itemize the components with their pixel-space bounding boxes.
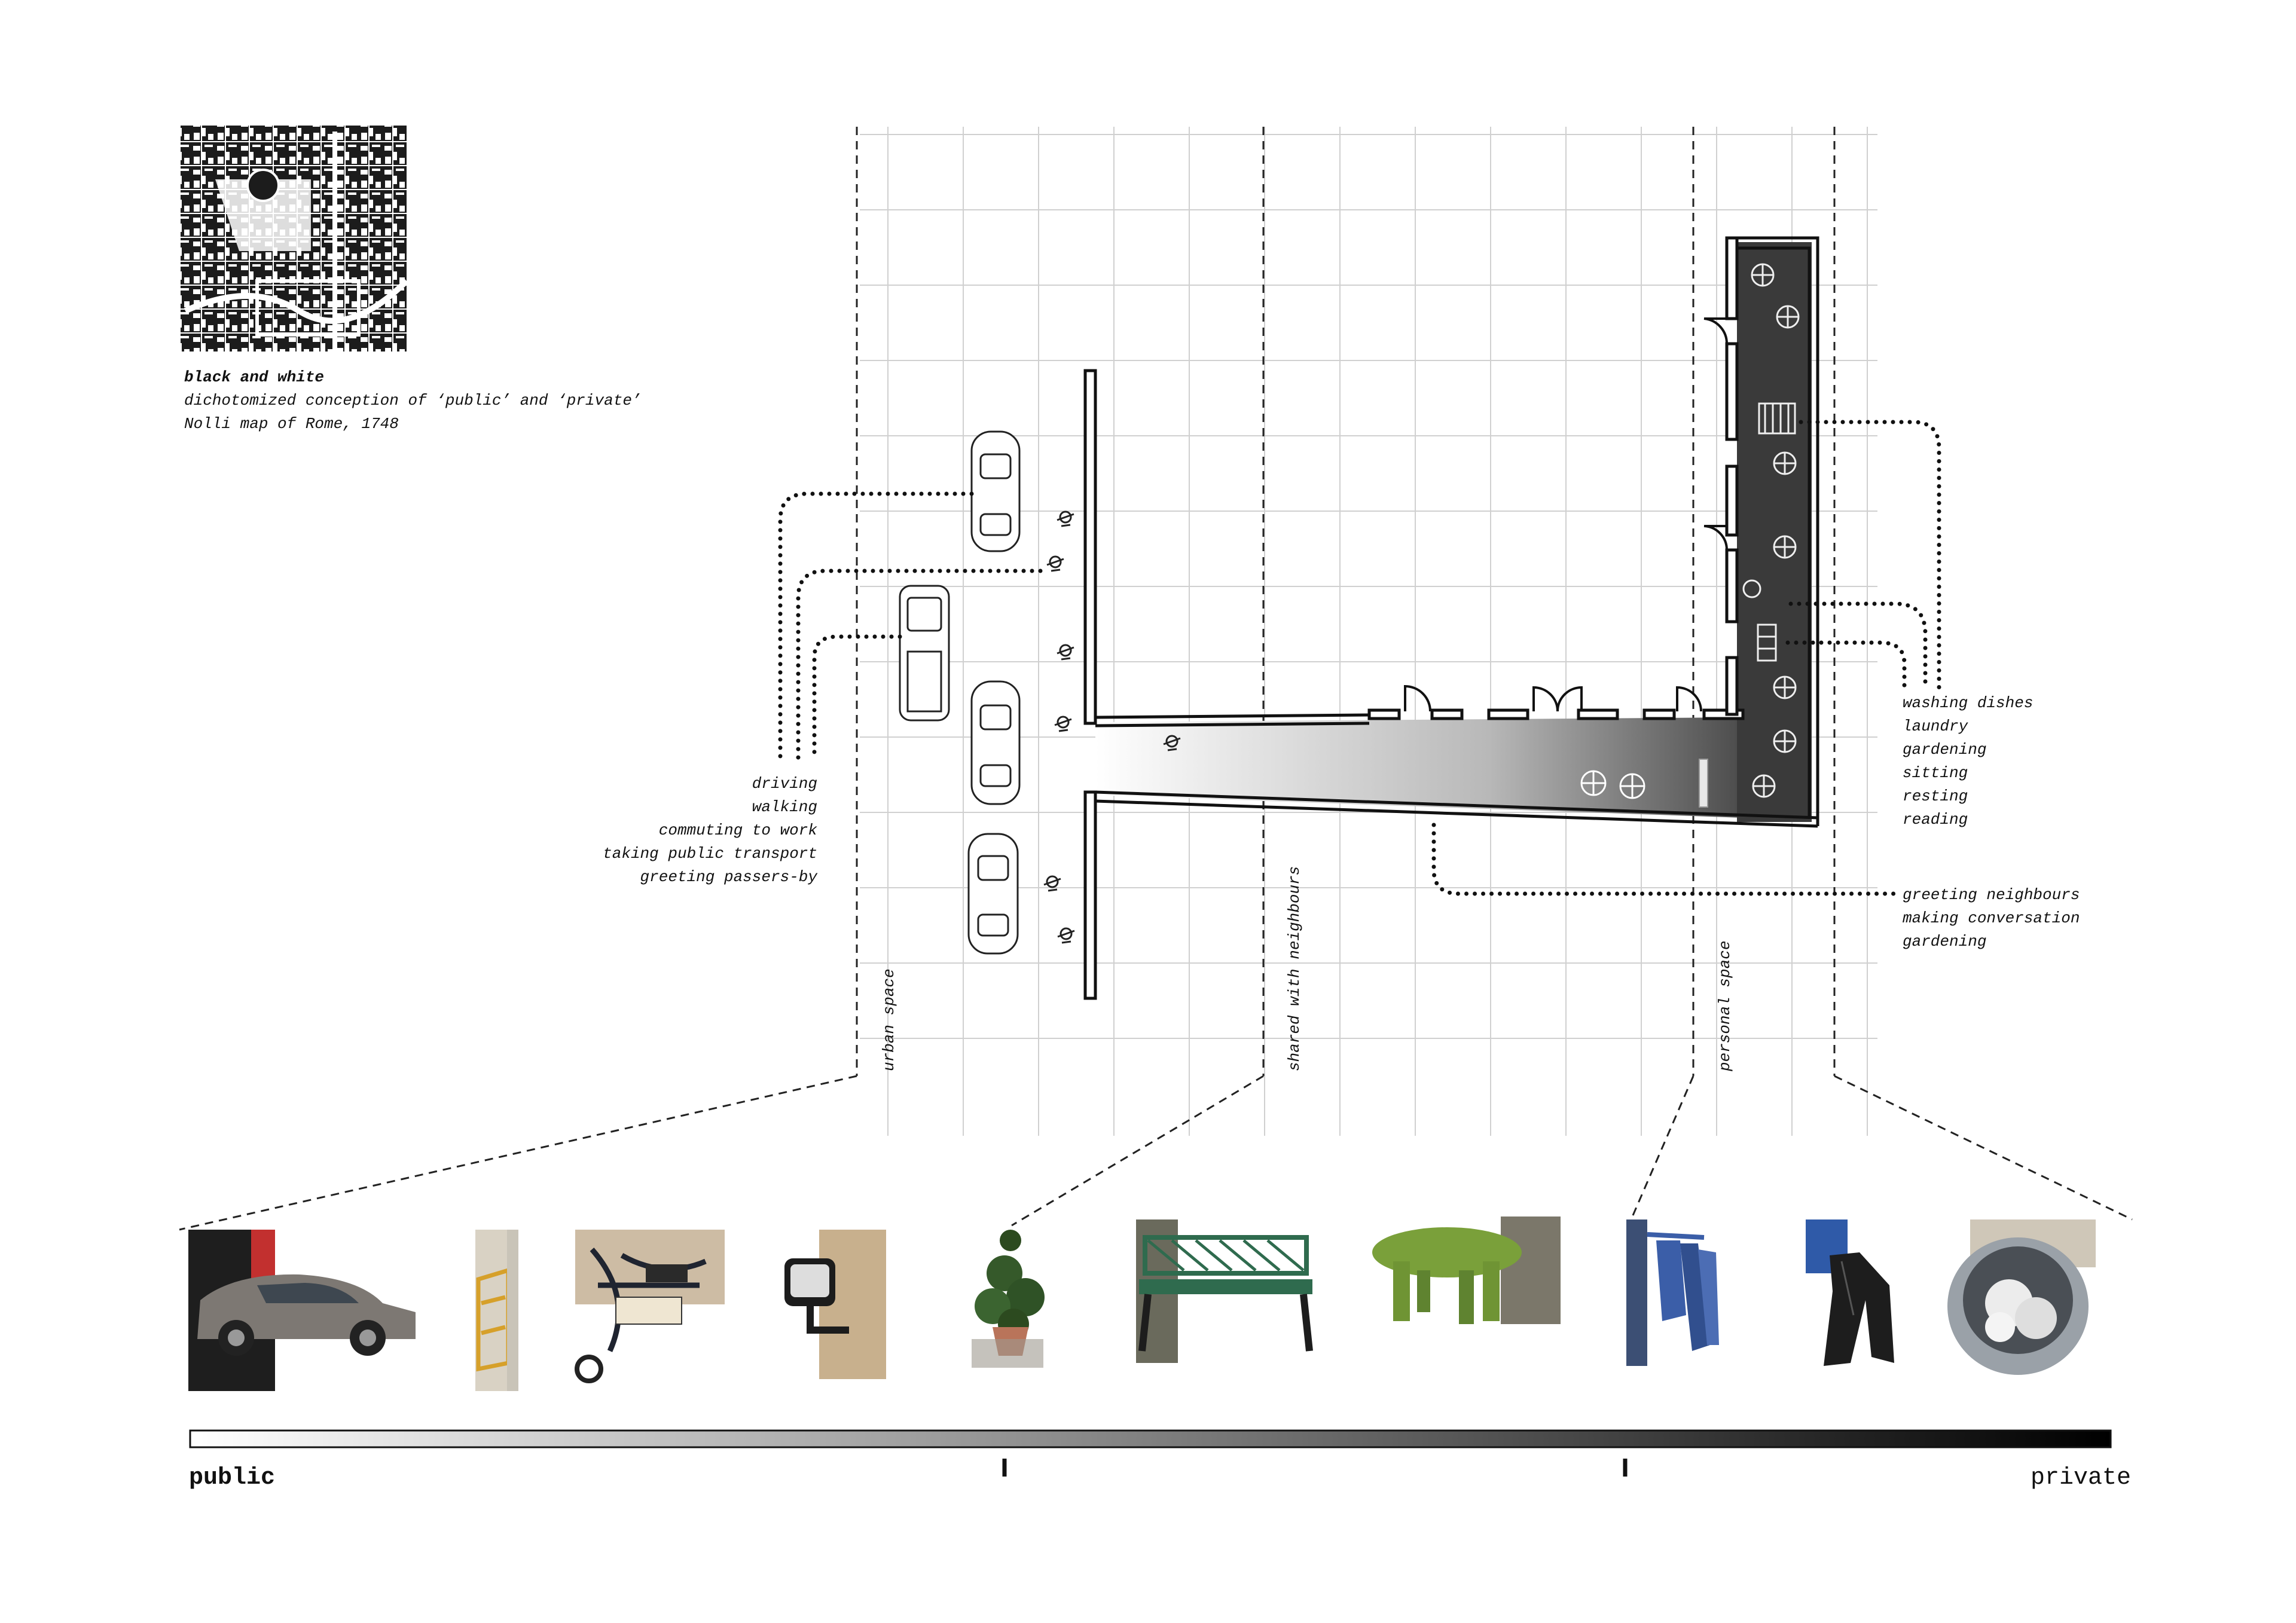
zone-label-personal: personal space bbox=[1716, 940, 1734, 1071]
pedestrian-icon bbox=[1046, 555, 1064, 572]
car-symbol-icon bbox=[970, 680, 1021, 805]
street-lamp-photo bbox=[784, 1230, 886, 1379]
pedestrians bbox=[1043, 511, 1181, 944]
corridor-floor bbox=[1095, 242, 1812, 822]
photo-strip bbox=[188, 1217, 2096, 1391]
truck-symbol-icon bbox=[899, 585, 950, 722]
caption-title: black and white bbox=[184, 368, 325, 386]
interior-activities-list: washing dishes laundry gardening sitting… bbox=[1903, 692, 2033, 832]
plant-symbol-icon bbox=[1752, 774, 1776, 798]
potted-plant-photo bbox=[972, 1230, 1045, 1368]
activity-item: taking public transport bbox=[603, 845, 817, 863]
activity-item: commuting to work bbox=[658, 821, 817, 839]
pedestrian-icon bbox=[1057, 644, 1074, 661]
street-activities-list: driving walking commuting to work taking… bbox=[603, 772, 817, 889]
activity-item: reading bbox=[1903, 811, 1968, 829]
pedestrian-icon bbox=[1057, 511, 1074, 527]
pedestrian-icon bbox=[1054, 716, 1072, 732]
hanging-laundry-photo bbox=[1626, 1219, 1719, 1366]
green-table-photo bbox=[1372, 1217, 1561, 1324]
door-swings bbox=[1404, 317, 1729, 712]
activity-item: walking bbox=[752, 798, 817, 816]
dish-basin-photo bbox=[1947, 1219, 2096, 1375]
plant-symbol-icon bbox=[1580, 770, 1607, 796]
pedestrian-icon bbox=[1163, 735, 1181, 751]
sink-icon bbox=[1757, 623, 1777, 662]
interior-symbols bbox=[1742, 263, 1800, 798]
pedestrian-icon bbox=[1043, 875, 1061, 892]
bench-icon bbox=[1143, 1235, 1309, 1276]
plant-symbol-icon bbox=[1773, 451, 1797, 475]
bench-photo bbox=[1136, 1219, 1313, 1363]
zone-dividers bbox=[179, 127, 2133, 1231]
zone-label-urban: urban space bbox=[880, 968, 898, 1071]
street-cars bbox=[899, 430, 1021, 955]
plant-symbol-icon bbox=[1773, 676, 1797, 699]
jacket-icon bbox=[1824, 1252, 1894, 1366]
activity-item: laundry bbox=[1903, 717, 1968, 735]
scale-label-private: private bbox=[2030, 1465, 2131, 1491]
car-photo bbox=[188, 1230, 416, 1391]
activity-item: greeting passers-by bbox=[640, 868, 817, 886]
bench-symbol-icon bbox=[1699, 759, 1708, 808]
activity-item: making conversation bbox=[1903, 909, 2080, 927]
zone-label-shared: shared with neighbours bbox=[1286, 866, 1303, 1071]
activity-item: greeting neighbours bbox=[1903, 886, 2080, 904]
building-walls bbox=[1083, 236, 1819, 1000]
plant-symbol-icon bbox=[1773, 535, 1797, 559]
activity-item: resting bbox=[1903, 787, 1968, 805]
cables-sign-photo bbox=[575, 1230, 725, 1383]
nolli-map-image bbox=[181, 126, 409, 353]
pedestrian-icon bbox=[1057, 927, 1075, 944]
car-symbol-icon bbox=[967, 833, 1019, 955]
plant-icon bbox=[1000, 1230, 1021, 1251]
chair-symbol-icon bbox=[1742, 579, 1761, 598]
activity-item: gardening bbox=[1903, 741, 1987, 759]
plant-symbol-icon bbox=[1751, 263, 1775, 287]
activity-item: sitting bbox=[1903, 764, 1968, 782]
scale-label-public: public bbox=[189, 1465, 276, 1491]
plant-symbol-icon bbox=[1619, 773, 1645, 799]
plant-symbol-icon bbox=[1776, 305, 1800, 329]
public-private-scale bbox=[189, 1429, 2112, 1477]
activity-item: gardening bbox=[1903, 933, 1987, 950]
caption-line-1: dichotomized conception of ‘public’ and … bbox=[184, 392, 642, 409]
activity-item: driving bbox=[752, 775, 817, 793]
leader-lines bbox=[778, 420, 1941, 896]
threshold-plants bbox=[1580, 759, 1708, 808]
street-barrier-photo bbox=[475, 1230, 518, 1391]
activity-item: washing dishes bbox=[1903, 694, 2034, 712]
leather-jacket-photo bbox=[1806, 1219, 1894, 1366]
laundry-icon bbox=[1656, 1240, 1686, 1321]
car-symbol-icon bbox=[970, 430, 1021, 552]
caption-line-2: Nolli map of Rome, 1748 bbox=[184, 415, 399, 433]
plant-symbol-icon bbox=[1773, 729, 1797, 753]
threshold-activities-list: greeting neighbours making conversation … bbox=[1903, 884, 2080, 953]
reference-caption: black and white dichotomized conception … bbox=[184, 366, 642, 436]
drying-rack-icon bbox=[1758, 402, 1796, 435]
